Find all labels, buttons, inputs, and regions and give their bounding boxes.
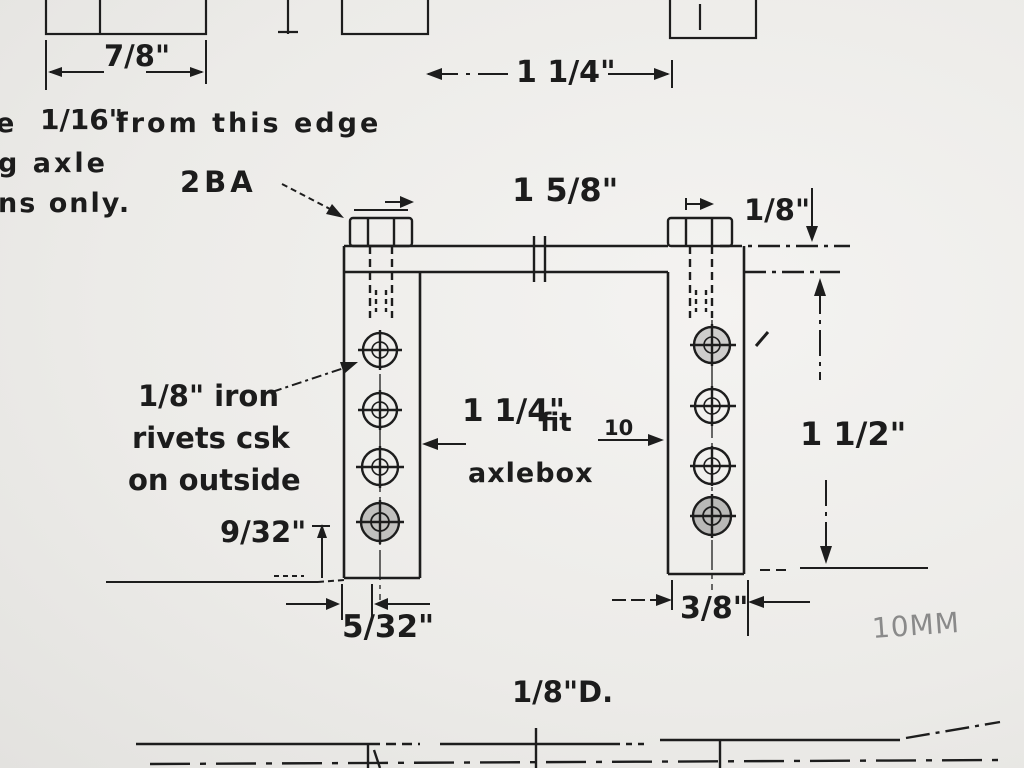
rivet	[356, 500, 404, 544]
dim-5-32-label: 5/32"	[342, 609, 435, 645]
rivet	[690, 446, 736, 486]
dim-9-32-label: 9/32"	[220, 515, 307, 549]
dim-3-8	[612, 580, 810, 636]
dim-height-1-1-2	[760, 278, 928, 571]
fit-number: 10	[604, 416, 634, 440]
dim-bottom-diameter-label: 1/8"D.	[512, 675, 614, 709]
rivet	[690, 386, 736, 426]
right-side-plate	[666, 246, 746, 590]
rivet	[358, 330, 402, 370]
upper-left-block	[44, 0, 208, 36]
upper-view-fragments	[44, 0, 758, 40]
rivet-label-line2: rivets csk	[132, 421, 290, 455]
note-line1-text: from this edge	[116, 108, 382, 139]
left-bolt	[348, 209, 414, 318]
dim-bar-thickness-label: 1/8"	[744, 193, 811, 227]
dim-fit-label: 1 1/4"	[462, 393, 565, 429]
right-bolt	[666, 216, 734, 318]
note-line3: ns only.	[0, 188, 132, 219]
upper-middle-block	[340, 0, 430, 36]
dim-top-1-1-4	[426, 60, 673, 88]
right-rivets	[690, 324, 770, 538]
rivet	[356, 446, 404, 488]
fit-word: fit	[540, 408, 572, 438]
bottom-view-fragment	[136, 720, 1001, 768]
dim-top-bar-label: 1 5/8"	[512, 171, 619, 209]
rivet	[690, 324, 736, 366]
rivet-label-line1: 1/8" iron	[138, 379, 279, 413]
handwritten-note: 10MM	[870, 605, 961, 646]
dim-7-8-label: 7/8"	[104, 39, 171, 73]
dim-3-8-label: 3/8"	[680, 591, 749, 626]
rivet	[690, 494, 736, 538]
label-2ba: 2BA	[180, 165, 257, 199]
rivet-label-line3: on outside	[128, 463, 301, 497]
note-line1-fraction: 1/16"	[40, 103, 124, 136]
dim-7-8	[45, 40, 207, 90]
leader-rivets	[271, 362, 358, 393]
left-rivets	[356, 330, 404, 544]
axlebox-label: axlebox	[468, 458, 594, 489]
rivet	[358, 390, 402, 430]
dim-top-span-label: 1 1/4"	[516, 55, 616, 90]
dim-fit-1-1-4	[422, 434, 664, 450]
note-line1-start: e	[0, 108, 15, 139]
dim-9-32	[106, 524, 345, 583]
dim-height-label: 1 1/2"	[800, 415, 907, 453]
upper-right-block	[668, 0, 758, 40]
dim-bar-thickness	[385, 188, 818, 242]
leader-2ba	[281, 183, 344, 218]
left-side-plate	[342, 246, 422, 600]
note-line2: g axle	[0, 148, 108, 179]
dim-5-32	[286, 584, 430, 620]
